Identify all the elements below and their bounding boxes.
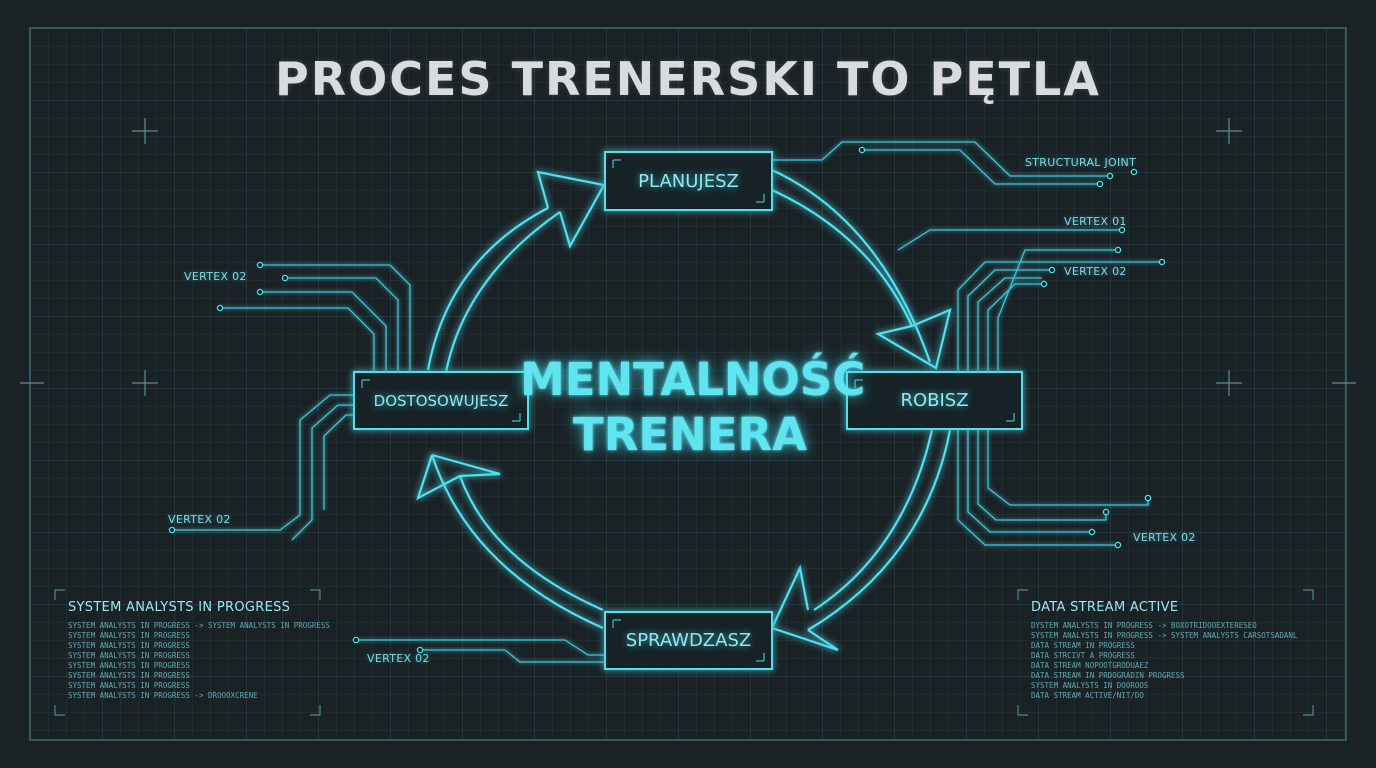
center-line-1: MENTALNOŚĆ xyxy=(520,353,866,406)
left-panel-log: SYSTEM ANALYSTS IN PROGRESS -> SYSTEM AN… xyxy=(68,621,330,701)
log-line: DATA STREAM IN PROGRESS xyxy=(1031,641,1135,650)
center-line-2: TRENERA xyxy=(573,408,807,461)
node-dostosowujesz: DOSTOSOWUJESZ xyxy=(354,372,528,429)
node-boxes xyxy=(353,151,1023,670)
log-line: DATA STREAM NOPOOTGRODUAEZ xyxy=(1031,661,1149,670)
annotation-vertex-left-upper: VERTEX 02 xyxy=(184,270,247,283)
crosshair-marks xyxy=(20,118,1356,396)
circuit-traces xyxy=(172,141,1162,663)
page-title: PROCES TRENERSKI TO PĘTLA xyxy=(275,52,1101,106)
log-line: SYSTEM ANALYSTS IN DOOROOS xyxy=(1031,681,1149,690)
log-line: SYSTEM ANALYSTS IN PROGRESS xyxy=(68,651,190,660)
log-line: SYSTEM ANALYSTS IN PROGRESS -> SYSTEM AN… xyxy=(1031,631,1298,640)
node-label: SPRAWDZASZ xyxy=(625,630,752,651)
node-planujesz: PLANUJESZ xyxy=(605,152,772,210)
annotation-vertex-left-lower: VERTEX 02 xyxy=(168,513,231,526)
node-label: ROBISZ xyxy=(900,390,969,411)
log-line: SYSTEM ANALYSTS IN PROGRESS xyxy=(68,631,190,640)
log-line: DATA STREAM IN PRDOGRADIN PROGRESS xyxy=(1031,671,1185,680)
node-inner-brackets xyxy=(361,159,1015,662)
cycle-ring xyxy=(426,169,952,631)
log-line: SYSTEM ANALYSTS IN PROGRESS xyxy=(68,661,190,670)
node-robisz: ROBISZ xyxy=(847,372,1022,429)
log-line: SYSTEM ANALYSTS IN PROGRESS xyxy=(68,641,190,650)
log-line: SYSTEM ANALYSTS IN PROGRESS xyxy=(68,671,190,680)
left-panel-title: SYSTEM ANALYSTS IN PROGRESS xyxy=(68,600,291,615)
annotation-vertex-right-upper: VERTEX 02 xyxy=(1064,265,1127,278)
annotation-vertex-top-right: VERTEX 01 xyxy=(1064,215,1127,228)
right-panel-title: DATA STREAM ACTIVE xyxy=(1031,600,1179,615)
annotation-structural-joint: STRUCTURAL JOINT xyxy=(1025,156,1137,169)
node-label: DOSTOSOWUJESZ xyxy=(373,391,509,410)
log-line: DATA STRCIVT A PROGRESS xyxy=(1031,651,1135,660)
annotation-vertex-right-lower: VERTEX 02 xyxy=(1133,531,1196,544)
node-label: PLANUJESZ xyxy=(638,170,739,192)
arrowheads xyxy=(416,170,952,652)
annotation-vertex-bottom: VERTEX 02 xyxy=(367,652,430,665)
panel-brackets xyxy=(54,589,1314,716)
log-line: SYSTEM ANALYSTS IN PROGRESS xyxy=(68,681,190,690)
log-line: SYSTEM ANALYSTS IN PROGRESS -> DROOOXCRE… xyxy=(68,691,258,700)
frame-border xyxy=(29,27,1347,741)
log-line: DATA STREAM ACTIVE/NIT/DO xyxy=(1031,691,1144,700)
center-label: MENTALNOŚĆ TRENERA xyxy=(520,352,866,462)
log-line: SYSTEM ANALYSTS IN PROGRESS -> SYSTEM AN… xyxy=(68,621,330,630)
trace-endpoints xyxy=(168,146,1166,654)
node-sprawdzasz: SPRAWDZASZ xyxy=(605,612,772,669)
log-line: DYSTEM ANALYSTS IN PROGRESS -> BOXOTRIDO… xyxy=(1031,621,1257,630)
right-panel-log: DYSTEM ANALYSTS IN PROGRESS -> BOXOTRIDO… xyxy=(1031,621,1297,701)
